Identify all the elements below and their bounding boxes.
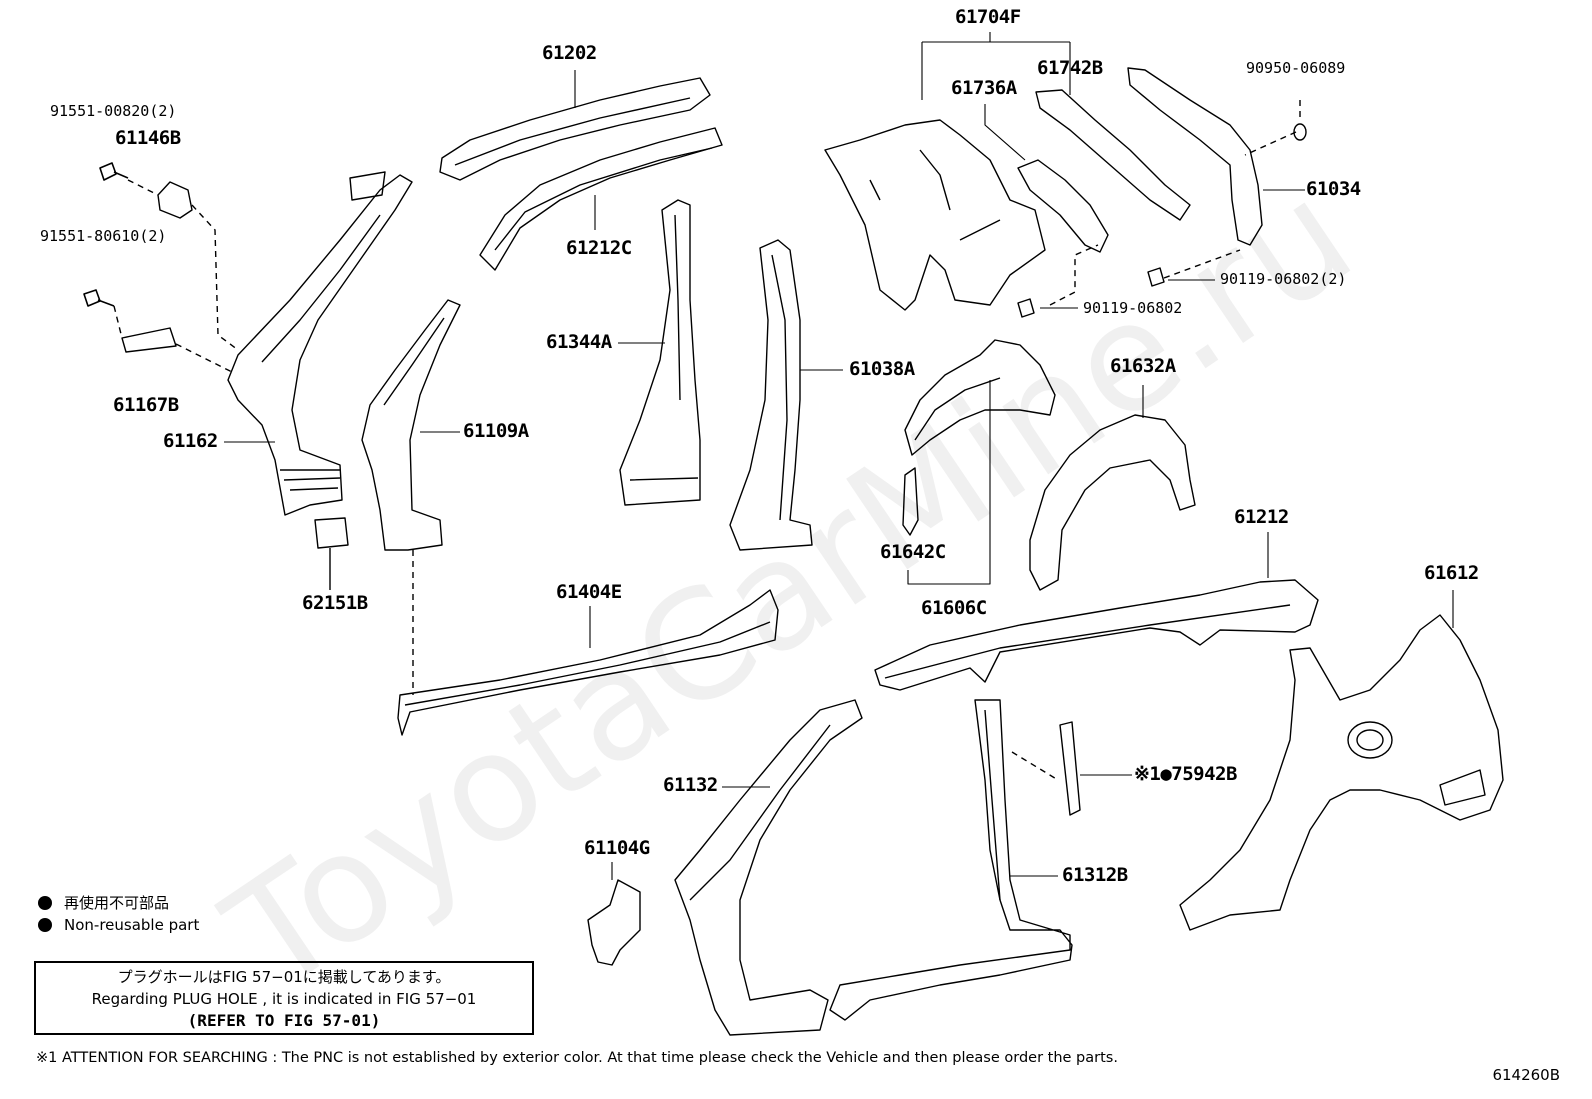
part-61632A-shape bbox=[1029, 414, 1196, 591]
part-61109A-shape bbox=[361, 299, 461, 551]
part-61404E-shape bbox=[397, 589, 779, 736]
label-90119-06802: 90119-06802 bbox=[1083, 299, 1183, 317]
label-62151B: 62151B bbox=[302, 592, 368, 614]
part-61704F-shape bbox=[824, 119, 1046, 311]
part-61038A-shape bbox=[729, 239, 813, 551]
part-75942B-shape bbox=[1059, 721, 1081, 816]
part-61212-shape bbox=[874, 579, 1319, 691]
part-61612-shape bbox=[1179, 614, 1504, 931]
label-61162: 61162 bbox=[163, 430, 218, 452]
label-61612: 61612 bbox=[1424, 562, 1479, 584]
label-61344A: 61344A bbox=[546, 331, 612, 353]
label-90950-06089: 90950-06089 bbox=[1246, 59, 1346, 77]
label-61038A: 61038A bbox=[849, 358, 915, 380]
label-61167B: 61167B bbox=[113, 394, 179, 416]
label-61202: 61202 bbox=[542, 42, 597, 64]
part-61167B-shape bbox=[121, 327, 177, 353]
part-61212C-shape bbox=[479, 127, 723, 271]
label-61704F: 61704F bbox=[955, 6, 1021, 28]
attention-note: ※1 ATTENTION FOR SEARCHING : The PNC is … bbox=[36, 1050, 1118, 1066]
part-61312B-shape bbox=[829, 699, 1073, 1021]
label-61104G: 61104G bbox=[584, 837, 650, 859]
label-61606C: 61606C bbox=[921, 597, 987, 619]
part-61606C-shape bbox=[904, 339, 1056, 456]
label-61312B: 61312B bbox=[1062, 864, 1128, 886]
part-61146B-shape bbox=[157, 181, 193, 219]
part-61642C-shape bbox=[902, 467, 919, 536]
note-line-3: (REFER TO FIG 57-01) bbox=[187, 1011, 381, 1030]
plug-hole-note: プラグホールはFIG 57−01に掲載してあります。 Regarding PLU… bbox=[34, 961, 534, 1035]
label-61132: 61132 bbox=[663, 774, 718, 796]
label-91551-80610: 91551-80610(2) bbox=[40, 227, 167, 245]
label-61146B: 61146B bbox=[115, 127, 181, 149]
label-61034: 61034 bbox=[1306, 178, 1361, 200]
note-line-2: Regarding PLUG HOLE , it is indicated in… bbox=[91, 990, 477, 1008]
part-61202-shape bbox=[439, 77, 711, 181]
label-90119-06802-2: 90119-06802(2) bbox=[1220, 270, 1347, 288]
label-61212: 61212 bbox=[1234, 506, 1289, 528]
bolt-91551-80610 bbox=[83, 289, 115, 307]
part-61132-shape bbox=[674, 699, 863, 1036]
part-61104G-shape bbox=[587, 879, 641, 966]
legend-jp: 再使用不可部品 bbox=[38, 892, 169, 913]
label-91551-00820: 91551-00820(2) bbox=[50, 102, 177, 120]
fuel-door-opening bbox=[1347, 721, 1393, 759]
bolt-90119-06802 bbox=[1017, 298, 1035, 318]
legend-en: Non-reusable part bbox=[38, 916, 199, 934]
bullet-icon bbox=[38, 896, 52, 910]
label-75942B: ※1●75942B bbox=[1134, 763, 1237, 785]
bullet-icon bbox=[38, 918, 52, 932]
part-61034-shape bbox=[1127, 67, 1263, 246]
bolt-90119-06802-2 bbox=[1147, 267, 1165, 287]
label-61212C: 61212C bbox=[566, 237, 632, 259]
note-line-1: プラグホールはFIG 57−01に掲載してあります。 bbox=[117, 968, 451, 986]
figure-id: 614260B bbox=[1492, 1066, 1560, 1084]
part-61736A-shape bbox=[1017, 159, 1109, 253]
label-61632A: 61632A bbox=[1110, 355, 1176, 377]
plug-90950-06089 bbox=[1293, 123, 1307, 141]
part-61742B-shape bbox=[1035, 89, 1191, 221]
label-61109A: 61109A bbox=[463, 420, 529, 442]
part-61344A-shape bbox=[619, 199, 701, 506]
label-61404E: 61404E bbox=[556, 581, 622, 603]
label-61742B: 61742B bbox=[1037, 57, 1103, 79]
label-61642C: 61642C bbox=[880, 541, 946, 563]
label-61736A: 61736A bbox=[951, 77, 1017, 99]
legend-en-text: Non-reusable part bbox=[64, 916, 200, 934]
bolt-91551-00820 bbox=[99, 162, 129, 181]
part-61162-shape bbox=[227, 174, 413, 516]
part-62151B-shape bbox=[314, 517, 349, 549]
legend-jp-text: 再使用不可部品 bbox=[64, 894, 170, 912]
